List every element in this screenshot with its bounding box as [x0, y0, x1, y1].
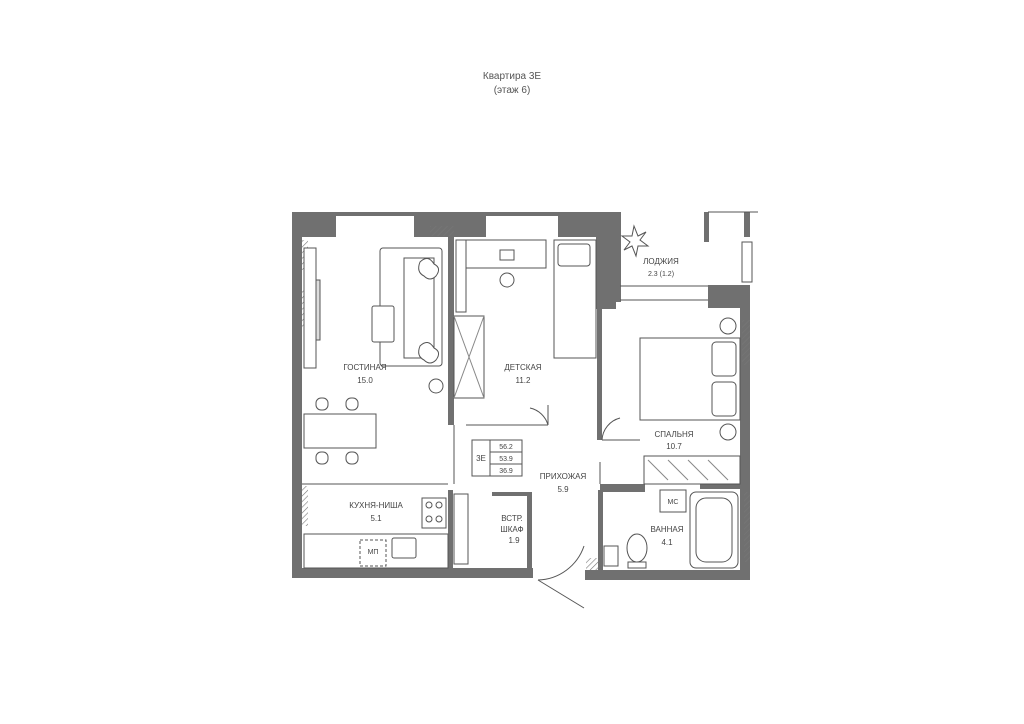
bathroom-area: 4.1 [661, 538, 673, 547]
closet-area: 1.9 [508, 536, 520, 545]
coffee-table [371, 305, 395, 343]
kitchen-area: 5.1 [370, 514, 382, 523]
living-room-area: 15.0 [357, 376, 373, 385]
kids-shelf [455, 239, 467, 313]
chair [345, 451, 359, 465]
fridge [453, 493, 469, 565]
room-labels: ГОСТИНАЯ 15.0 ДЕТСКАЯ 11.2 ЛОДЖИЯ 2.3 (1… [343, 257, 693, 556]
legend-area-2: 53.9 [499, 456, 513, 463]
plant [418, 258, 440, 280]
kids-furniture [453, 239, 597, 399]
kids-room-area: 11.2 [516, 376, 532, 385]
apartment-floor: (этаж 6) [493, 85, 531, 96]
door-kids [529, 405, 549, 426]
toilet [626, 533, 648, 563]
washer-label: МС [668, 499, 679, 506]
bedroom-name: СПАЛЬНЯ [654, 430, 693, 439]
plan-title-block: Квартира 3Е (этаж 6) [0, 70, 1024, 98]
entry-door [537, 545, 585, 609]
kids-room-name: ДЕТСКАЯ [504, 363, 541, 372]
dishwasher-label: МП [368, 549, 379, 556]
kitchen-furniture [303, 493, 469, 569]
desk-chair [499, 272, 515, 288]
ceiling-lamp [428, 378, 444, 394]
bedroom-wardrobe [643, 455, 741, 485]
living-furniture [303, 247, 444, 465]
area-legend: 3Е 56.2 53.9 36.9 [471, 439, 523, 477]
bathroom-sink [603, 545, 619, 567]
apartment-title: Квартира 3Е [482, 71, 542, 82]
hall-name: ПРИХОЖАЯ [540, 472, 587, 481]
walls [292, 212, 750, 580]
bedroom-furniture [639, 317, 741, 485]
closet-name-2: ШКАФ [500, 525, 523, 534]
loggia-area: 2.3 (1.2) [648, 271, 674, 278]
hall-area: 5.9 [557, 485, 569, 494]
loggia-items [620, 224, 753, 283]
sink [391, 537, 417, 559]
nightstand [719, 317, 737, 335]
closet-name-1: ВСТР. [501, 514, 523, 523]
dishwasher [359, 539, 387, 567]
loggia-plant [620, 224, 650, 258]
legend-living-area: 36.9 [499, 468, 513, 475]
legend-code: 3Е [476, 454, 486, 463]
bathroom-fixtures [603, 489, 739, 569]
bathroom-name: ВАННАЯ [650, 525, 683, 534]
bedroom-area: 10.7 [666, 442, 682, 451]
doors [529, 405, 626, 609]
chair [315, 397, 329, 411]
monitor [499, 249, 515, 261]
door-bedroom [601, 417, 626, 441]
stove [421, 497, 447, 529]
tv-cabinet [303, 247, 317, 369]
washer [659, 489, 687, 513]
plant [418, 342, 440, 364]
legend-total-area: 56.2 [499, 444, 513, 451]
nightstand [719, 423, 737, 441]
tv [315, 279, 321, 341]
chair [345, 397, 359, 411]
partition-lines [302, 211, 758, 485]
living-room-name: ГОСТИНАЯ [343, 363, 386, 372]
chair [315, 451, 329, 465]
loggia-name: ЛОДЖИЯ [643, 257, 679, 266]
dining-table [303, 413, 377, 449]
kitchen-name: КУХНЯ-НИША [349, 501, 403, 510]
